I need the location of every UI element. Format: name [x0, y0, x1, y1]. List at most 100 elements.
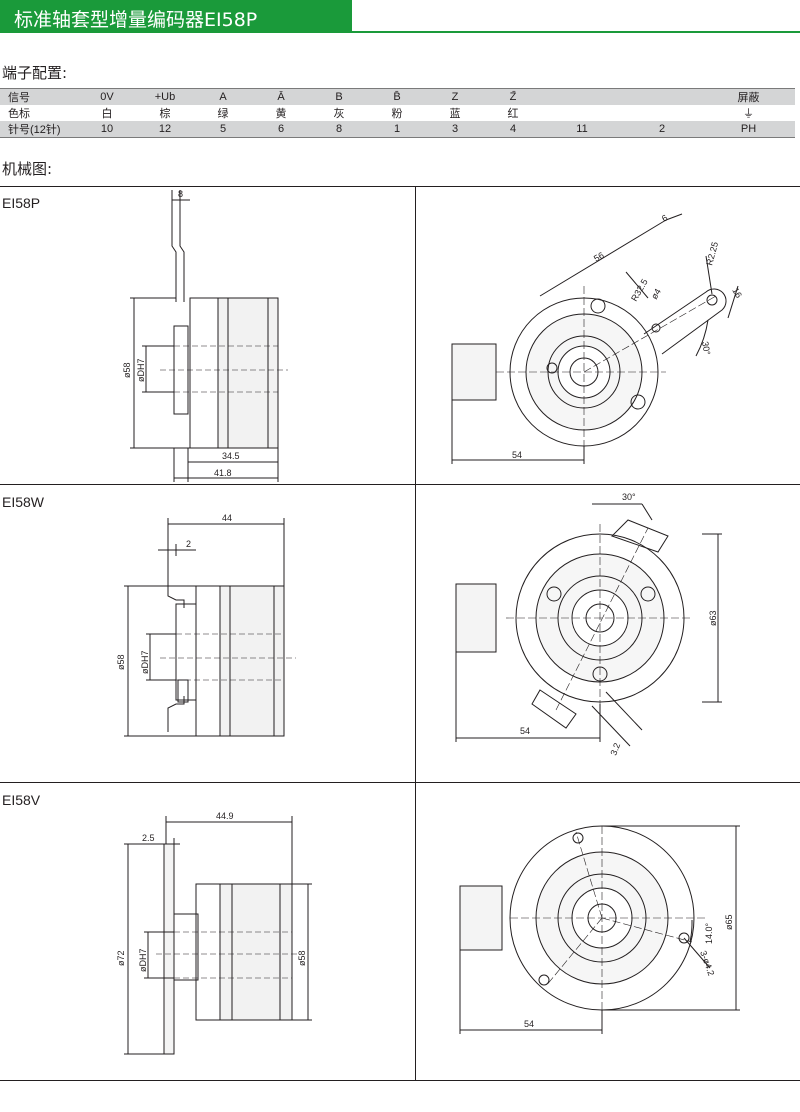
model-label-ei58v: EI58V — [2, 792, 41, 808]
table-cell: 信号 — [0, 88, 78, 105]
dim-line — [539, 219, 667, 297]
table-cell: B — [310, 88, 368, 105]
table-cell: 灰 — [310, 105, 368, 121]
table-row: 针号(12针) 10 12 5 6 8 1 3 4 11 2 PH — [0, 121, 795, 138]
table-cell: 2 — [622, 121, 702, 138]
header-rule — [352, 31, 800, 33]
shaft-collar — [175, 603, 197, 701]
table-cell: +Ub — [136, 88, 194, 105]
dim-label: ø65 — [724, 914, 734, 930]
shaft-collar — [173, 913, 199, 981]
table-cell: 1 — [368, 121, 426, 138]
table-cell: 黄 — [252, 105, 310, 121]
table-cell: 0V — [78, 88, 136, 105]
dim-label: 44 — [222, 513, 232, 523]
table-cell: 4 — [484, 121, 542, 138]
table-cell: B̄ — [368, 88, 426, 105]
housing-front — [189, 297, 219, 449]
screw-icon — [538, 974, 550, 986]
table-row: 色标 白 棕 绿 黄 灰 粉 蓝 红 ⏚ — [0, 105, 795, 121]
table-row: 信号 0V +Ub A Ā B B̄ Z Z̄ 屏蔽 — [0, 88, 795, 105]
ei58w-front-view: 30° ø63 54 3.2 — [455, 492, 722, 757]
ei58p-front-view: 56 6 R32.5 ø4 R2.25 16 30° 54 — [451, 213, 744, 464]
dim-label: 56 — [592, 250, 606, 264]
dim-label: øDH7 — [136, 358, 146, 382]
screw-icon — [546, 586, 562, 602]
housing-body — [219, 883, 293, 1021]
dim-label: 34.5 — [222, 451, 240, 461]
table-cell: 棕 — [136, 105, 194, 121]
table-cell: 针号(12针) — [0, 121, 78, 138]
dim-label: øDH7 — [138, 948, 148, 972]
connector-housing — [455, 583, 497, 653]
table-cell — [542, 88, 622, 105]
table-cell: 11 — [542, 121, 622, 138]
dim-label: ø58 — [297, 950, 307, 966]
table-cell: 12 — [136, 121, 194, 138]
bracket-outline — [171, 196, 177, 302]
housing-front — [195, 883, 221, 1021]
table-cell — [542, 105, 622, 121]
table-cell: Ā — [252, 88, 310, 105]
dim-label: 8 — [178, 189, 183, 199]
table-cell: 蓝 — [426, 105, 484, 121]
dim-label: 14.0° — [704, 922, 714, 944]
screw-icon — [546, 362, 558, 374]
model-label-ei58p: EI58P — [2, 195, 41, 211]
mounting-tab — [531, 689, 577, 729]
dim-label: 6 — [660, 213, 669, 224]
table-cell: 绿 — [194, 105, 252, 121]
table-cell: 10 — [78, 121, 136, 138]
bracket-outline — [167, 548, 185, 608]
screw-icon — [590, 298, 606, 314]
table-cell: 5 — [194, 121, 252, 138]
table-cell: A — [194, 88, 252, 105]
ei58w-side-view: 44 2 ø58 øDH7 — [116, 513, 296, 737]
dim-label: 54 — [512, 450, 522, 460]
dim-label: 44.9 — [216, 811, 234, 821]
housing-front — [195, 585, 221, 737]
dim-label: 41.8 — [214, 468, 232, 478]
dim-label: 30° — [622, 492, 636, 502]
table-cell: 粉 — [368, 105, 426, 121]
mounting-tab — [611, 519, 669, 553]
table-cell: 8 — [310, 121, 368, 138]
dim-label: 54 — [520, 726, 530, 736]
screw-icon — [630, 394, 646, 410]
header-bar: 标准轴套型增量编码器EI58P — [0, 0, 352, 33]
dim-label: ø63 — [708, 610, 718, 626]
mounting-arm — [643, 288, 727, 355]
model-label-ei58w: EI58W — [2, 494, 45, 510]
table-cell — [622, 105, 702, 121]
ei58v-side-view: 44.9 2.5 ø72 øDH7 ø58 — [116, 811, 312, 1055]
table-cell: Z̄ — [484, 88, 542, 105]
mechanical-section-title: 机械图: — [2, 160, 53, 178]
housing-body — [219, 585, 285, 737]
ground-symbol-icon: ⏚ — [702, 105, 795, 121]
table-cell: 屏蔽 — [702, 88, 795, 105]
dim-label: 54 — [524, 1019, 534, 1029]
table-cell: 白 — [78, 105, 136, 121]
drawing-grid — [0, 186, 800, 1081]
page-title: 标准轴套型增量编码器EI58P — [14, 9, 258, 31]
dim-label: øDH7 — [140, 650, 150, 674]
ei58v-front-view: ø65 14.0° 3-ø4.2 54 — [459, 825, 740, 1034]
table-cell: 3 — [426, 121, 484, 138]
table-cell: 6 — [252, 121, 310, 138]
dim-label: R2.25 — [704, 241, 720, 267]
dim-label: 3-ø4.2 — [698, 949, 716, 977]
ei58p-side-view: 8 ø58 øDH7 34.5 41.8 — [122, 189, 288, 482]
screw-icon — [572, 832, 584, 844]
dim-label: R32.5 — [629, 277, 650, 303]
dim-label: 2 — [186, 539, 191, 549]
table-cell: Z — [426, 88, 484, 105]
screw-icon — [678, 932, 690, 944]
connector-housing — [459, 885, 503, 951]
housing-body — [217, 297, 279, 449]
dim-label: ø58 — [122, 362, 132, 378]
table-cell: PH — [702, 121, 795, 138]
table-cell — [622, 88, 702, 105]
dim-label: 3.2 — [608, 742, 622, 757]
dim-label: ø4 — [649, 287, 663, 301]
terminal-table: 信号 0V +Ub A Ā B B̄ Z Z̄ 屏蔽 色标 白 棕 绿 黄 灰 … — [0, 88, 795, 138]
